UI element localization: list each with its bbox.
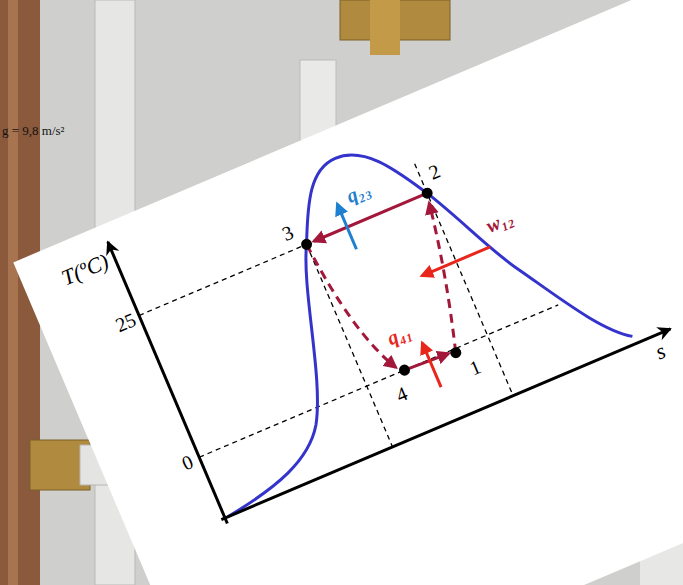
ts-diagram bbox=[225, 518, 226, 519]
gravity-note: g = 9,8 m/s² bbox=[2, 124, 65, 138]
